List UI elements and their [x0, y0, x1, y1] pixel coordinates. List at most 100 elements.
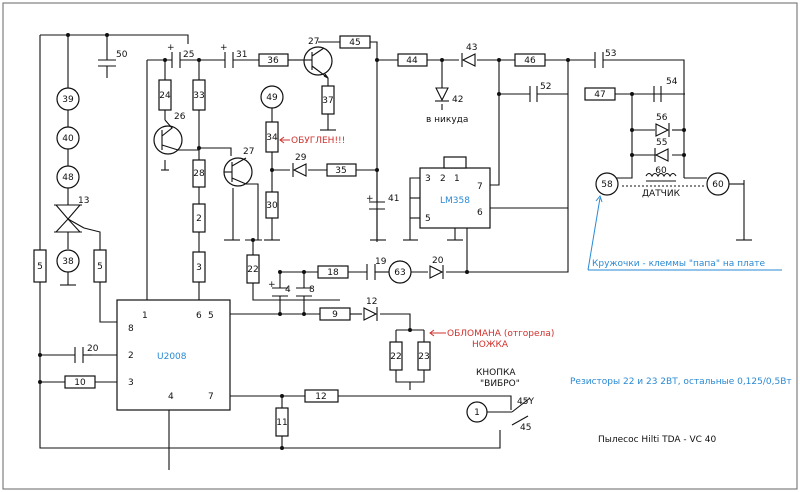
- svg-text:24: 24: [159, 91, 171, 101]
- terminal-40: 40: [56, 126, 80, 150]
- capacitor-4: + 4: [268, 280, 291, 297]
- capacitor-41: + 41: [366, 170, 399, 240]
- capacitor-20: 20: [74, 344, 99, 363]
- svg-text:1: 1: [474, 408, 480, 418]
- svg-text:8: 8: [309, 285, 315, 295]
- capacitor-31: + 31: [220, 43, 247, 68]
- svg-text:60: 60: [712, 180, 724, 190]
- svg-text:39: 39: [62, 95, 74, 105]
- svg-text:3: 3: [196, 263, 202, 273]
- transistor-27-mid: 27: [223, 147, 254, 187]
- label-knopka: КНОПКА: [476, 368, 516, 378]
- svg-text:4: 4: [168, 392, 174, 402]
- svg-text:1: 1: [142, 311, 148, 321]
- ic-u2008: 1 6 5 8 2 3 4 7 U2008: [116, 299, 231, 411]
- svg-text:6: 6: [196, 311, 202, 321]
- terminal-63: 63: [388, 260, 412, 284]
- label-u2008: U2008: [157, 352, 187, 362]
- note-rezistory: Резисторы 22 и 23 2ВТ, остальные 0,125/0…: [570, 377, 792, 387]
- svg-text:12: 12: [315, 392, 326, 402]
- svg-text:Кружочки - клеммы "папа" на п: Кружочки - клеммы "папа" на плате: [592, 259, 765, 269]
- resistor-24: 24: [158, 79, 172, 111]
- resistor-34: 34 ОБУГЛЕН!!!: [265, 121, 345, 153]
- resistor-30: 30: [265, 191, 279, 219]
- svg-text:9: 9: [332, 310, 338, 320]
- svg-text:27: 27: [308, 37, 319, 47]
- capacitor-54: 54: [653, 77, 678, 102]
- label-c50: 50: [116, 50, 128, 60]
- svg-text:27: 27: [243, 147, 254, 157]
- diode-42: 42 в никуда: [426, 87, 468, 125]
- svg-text:13: 13: [78, 196, 89, 206]
- resistor-12: 12: [304, 389, 339, 403]
- resistor-36: 36: [258, 53, 289, 67]
- label-obuglen: ОБУГЛЕН!!!: [291, 136, 345, 146]
- note-kruzhochki: Кружочки - клеммы "папа" на плате: [587, 194, 782, 271]
- resistor-5-left: 5: [33, 249, 47, 283]
- svg-text:11: 11: [276, 418, 287, 428]
- svg-text:23: 23: [418, 352, 429, 362]
- wires: [39, 34, 752, 470]
- capacitor-50: 50: [98, 50, 128, 78]
- capacitor-25: + 25: [167, 43, 194, 68]
- svg-text:+: +: [366, 194, 374, 204]
- svg-text:5: 5: [37, 262, 43, 272]
- resistor-18: 18: [317, 265, 349, 279]
- svg-text:37: 37: [322, 96, 333, 106]
- label-vibro: "ВИБРО": [480, 379, 520, 389]
- terminal-60: 60: [706, 172, 730, 196]
- resistor-22-lower: 22: [389, 341, 403, 371]
- svg-text:33: 33: [193, 91, 204, 101]
- resistor-44: 44: [397, 53, 428, 67]
- note-oblomana: ОБЛОМАНА (отгорела) НОЖКА: [429, 329, 554, 350]
- resistor-35: 35: [326, 163, 357, 177]
- svg-text:+: +: [268, 280, 276, 290]
- resistor-45: 45: [339, 35, 371, 49]
- terminal-38: 38: [56, 249, 80, 273]
- svg-text:29: 29: [295, 153, 307, 163]
- capacitor-52: 52: [529, 82, 551, 102]
- diode-43: 43: [461, 43, 477, 67]
- svg-text:ОБЛОМАНА (отгорела): ОБЛОМАНА (отгорела): [447, 329, 554, 339]
- svg-text:58: 58: [601, 180, 613, 190]
- svg-text:1: 1: [454, 174, 460, 184]
- svg-text:4: 4: [285, 285, 291, 295]
- svg-text:40: 40: [62, 134, 74, 144]
- resistor-2: 2: [192, 203, 206, 233]
- svg-text:5: 5: [97, 262, 103, 272]
- resistor-3: 3: [192, 251, 206, 283]
- svg-text:44: 44: [406, 56, 418, 66]
- terminal-58: 58: [595, 172, 619, 196]
- svg-text:52: 52: [540, 82, 551, 92]
- svg-text:2: 2: [128, 351, 134, 361]
- capacitor-19: 19: [366, 257, 387, 280]
- svg-text:49: 49: [266, 93, 278, 103]
- resistor-22-upper: 22: [246, 254, 260, 284]
- svg-text:20: 20: [432, 256, 444, 266]
- svg-text:30: 30: [266, 201, 278, 211]
- svg-text:20: 20: [87, 344, 99, 354]
- diode-20: 20: [429, 256, 444, 279]
- svg-text:3: 3: [425, 174, 431, 184]
- svg-text:5: 5: [208, 311, 214, 321]
- svg-text:12: 12: [366, 297, 377, 307]
- diode-56: 56: [655, 113, 670, 137]
- svg-text:22: 22: [247, 265, 258, 275]
- svg-text:60: 60: [655, 166, 667, 176]
- resistor-33: 33: [192, 79, 206, 111]
- diode-12: 12: [363, 297, 378, 321]
- label-datchik: ДАТЧИК: [642, 189, 681, 199]
- ground-symbols: [60, 129, 336, 286]
- svg-text:19: 19: [375, 257, 387, 267]
- label-lm358: LM358: [440, 196, 470, 206]
- resistor-9: 9: [319, 307, 351, 321]
- resistor-47: 47: [584, 87, 616, 101]
- svg-text:46: 46: [524, 56, 536, 66]
- svg-text:63: 63: [394, 268, 405, 278]
- diode-29: 29: [292, 153, 307, 177]
- svg-text:7: 7: [477, 182, 483, 192]
- label-v-nikuda: в никуда: [426, 115, 468, 125]
- svg-text:3: 3: [128, 378, 134, 388]
- svg-text:22: 22: [390, 352, 401, 362]
